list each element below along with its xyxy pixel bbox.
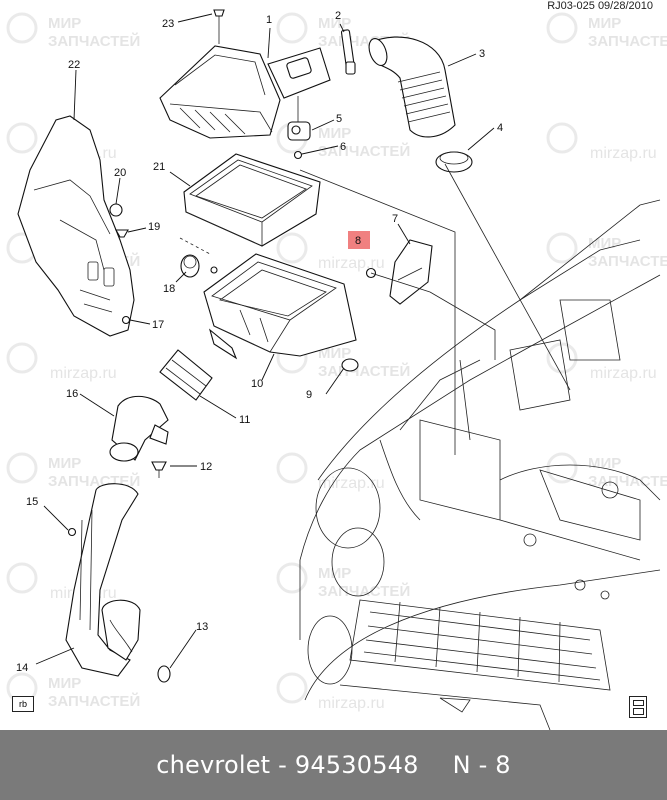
watermark-line1: МИР	[588, 455, 621, 472]
part-air-cleaner-lower-housing	[203, 253, 357, 360]
part-resonator-elbow	[109, 395, 169, 462]
part-grommet-small	[180, 254, 218, 278]
callout-20: 20	[114, 167, 126, 179]
callout-10: 10	[251, 378, 263, 390]
watermark-line1: МИР	[588, 15, 621, 32]
watermark-line2: ЗАПЧАСТЕЙ	[318, 582, 410, 600]
part-air-cleaner-cover	[159, 45, 331, 139]
part-bushing-20	[109, 203, 123, 217]
watermark-logo: МИР ЗАПЧАСТЕЙ	[546, 452, 667, 490]
watermark-logo: МИР ЗАПЧАСТЕЙ	[6, 672, 140, 710]
footer-bar: chevrolet - 94530548 N - 8	[0, 730, 667, 800]
part-air-filter	[183, 153, 321, 247]
part-fastener-19	[115, 229, 129, 238]
part-intake-coupler	[159, 349, 213, 401]
watermark-line2: ЗАПЧАСТЕЙ	[588, 32, 667, 50]
watermark-line1: МИР	[318, 15, 351, 32]
leader-lines	[35, 13, 495, 669]
footer-separator: -	[278, 751, 287, 779]
vehicle-front-illustration	[299, 199, 661, 731]
watermark-logo: mirzap.ru	[546, 122, 657, 162]
callout-15: 15	[26, 496, 38, 508]
watermark-line2: ЗАПЧАСТЕЙ	[318, 362, 410, 380]
callout-highlight	[348, 231, 370, 249]
exploded-parts-diagram: МИР ЗАПЧАСТЕЙ МИР ЗАПЧАСТЕЙ МИР ЗАПЧАСТЕ…	[6, 9, 667, 731]
footer-ref: N - 8	[452, 751, 511, 779]
diagram-stage: МИР ЗАПЧАСТЕЙ МИР ЗАПЧАСТЕЙ МИР ЗАПЧАСТЕ…	[6, 0, 667, 731]
watermark-site: mirzap.ru	[318, 255, 385, 272]
part-grommet-9	[341, 358, 359, 372]
part-support-bracket	[17, 115, 135, 337]
watermark-line1: МИР	[48, 455, 81, 472]
callout-19: 19	[148, 221, 160, 233]
part-intake-pipe	[65, 483, 141, 677]
watermark-line2: ЗАПЧАСТЕЙ	[318, 142, 410, 160]
book-icon	[629, 696, 647, 718]
watermark-logo: mirzap.ru	[276, 232, 385, 272]
callout-8: 8	[355, 235, 361, 247]
watermark-logo: mirzap.ru	[276, 452, 385, 492]
part-clamp-13	[157, 665, 171, 683]
corner-label-rb: rb	[12, 696, 34, 712]
watermark-logo: МИР ЗАПЧАСТЕЙ	[276, 562, 410, 600]
part-fastener-small	[293, 150, 303, 160]
callout-18: 18	[163, 283, 175, 295]
callout-5: 5	[336, 113, 342, 125]
watermark-site: mirzap.ru	[590, 365, 657, 382]
callout-11: 11	[239, 414, 250, 426]
callout-2: 2	[335, 10, 341, 22]
watermark-logo: mirzap.ru	[276, 672, 385, 712]
part-screw-12	[151, 461, 167, 478]
watermark-line1: МИР	[318, 125, 351, 142]
part-nut	[365, 267, 431, 293]
part-air-intake-duct	[368, 36, 456, 138]
part-grommet-ring	[435, 151, 473, 173]
watermark-line2: ЗАПЧАСТЕЙ	[48, 32, 140, 50]
callout-13: 13	[196, 621, 208, 633]
watermark-line2: ЗАПЧАСТЕЙ	[588, 252, 667, 270]
watermark-logo: МИР ЗАПЧАСТЕЙ	[546, 232, 667, 270]
watermark-line1: МИР	[588, 235, 621, 252]
watermark-logo: МИР ЗАПЧАСТЕЙ	[546, 12, 667, 50]
callout-6: 6	[340, 141, 346, 153]
callout-22: 22	[68, 59, 80, 71]
callout-7: 7	[392, 213, 398, 225]
part-fastener-17	[121, 315, 131, 325]
watermarks: МИР ЗАПЧАСТЕЙ МИР ЗАПЧАСТЕЙ МИР ЗАПЧАСТЕ…	[6, 12, 667, 712]
callout-17: 17	[152, 319, 164, 331]
watermark-logo: МИР ЗАПЧАСТЕЙ	[6, 12, 140, 50]
part-bracket	[389, 239, 433, 305]
callout-1: 1	[266, 14, 272, 26]
callout-4: 4	[497, 122, 503, 134]
footer-part-number: 94530548	[294, 751, 419, 779]
watermark-line1: МИР	[318, 565, 351, 582]
watermark-site: mirzap.ru	[50, 365, 117, 382]
watermark-line1: МИР	[318, 345, 351, 362]
diagram-reference-code: RJ03-025 09/28/2010	[547, 0, 653, 12]
callout-12: 12	[200, 461, 212, 473]
part-clip	[340, 29, 356, 75]
callout-labels: 1 2 3 4 5 6 7 8 9 10 11 12 13 14 15 16 1…	[16, 10, 503, 674]
callout-23: 23	[162, 18, 174, 30]
callout-16: 16	[66, 388, 78, 400]
watermark-line2: ЗАПЧАСТЕЙ	[588, 472, 667, 490]
watermark-logo: mirzap.ru	[6, 342, 117, 382]
watermark-site: mirzap.ru	[318, 695, 385, 712]
callout-9: 9	[306, 389, 312, 401]
watermark-line2: ЗАПЧАСТЕЙ	[48, 692, 140, 710]
callout-21: 21	[153, 161, 165, 173]
watermark-logo: mirzap.ru	[546, 342, 657, 382]
callout-14: 14	[16, 662, 28, 674]
watermark-line1: МИР	[48, 675, 81, 692]
watermark-line1: МИР	[48, 15, 81, 32]
part-fastener-15	[67, 527, 77, 537]
footer-brand: chevrolet	[156, 751, 271, 779]
watermark-site: mirzap.ru	[590, 145, 657, 162]
assembly-guide-lines	[179, 163, 571, 455]
part-bolt-23	[213, 9, 225, 44]
part-sensor	[287, 96, 311, 141]
callout-3: 3	[479, 48, 485, 60]
watermark-site: mirzap.ru	[318, 475, 385, 492]
